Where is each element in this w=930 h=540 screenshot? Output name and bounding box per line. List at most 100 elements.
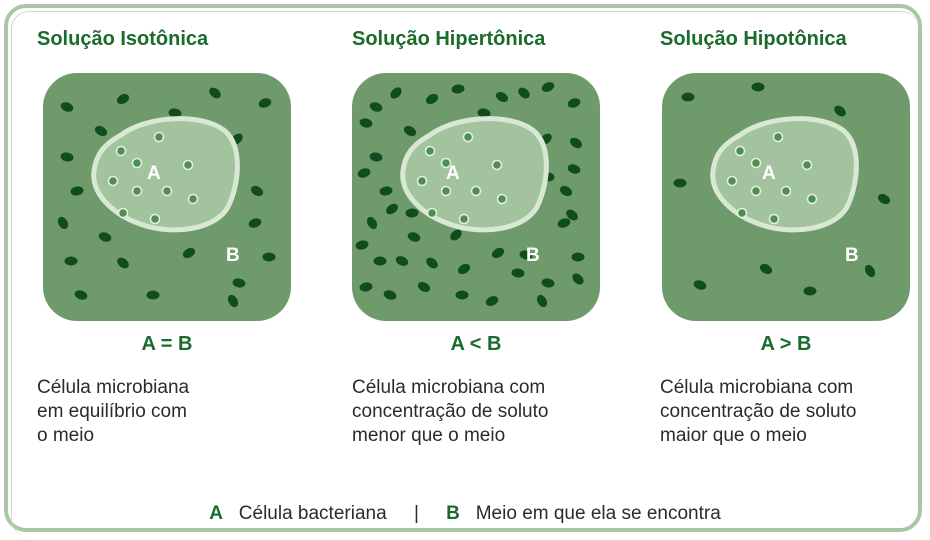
osmosis-diagram: A B xyxy=(57,87,276,308)
solute-particle-inside xyxy=(182,159,194,171)
solute-particle-inside xyxy=(772,131,784,143)
solute-particle-outside xyxy=(673,178,687,188)
solute-particle-inside xyxy=(491,159,503,171)
solute-particle-outside xyxy=(366,216,378,230)
description-line: Célula microbiana com xyxy=(660,377,854,398)
solute-particle-outside xyxy=(248,218,262,228)
solute-particle-outside xyxy=(98,232,112,242)
diagram-box: A B xyxy=(352,73,600,321)
solute-particle-outside xyxy=(262,252,276,262)
solute-particle-inside xyxy=(750,185,762,197)
solute-particle-outside xyxy=(450,229,462,241)
outside-particles xyxy=(57,87,276,308)
solute-particle-outside xyxy=(567,98,581,108)
solute-particle-outside xyxy=(511,268,525,278)
solute-particle-outside xyxy=(559,185,573,197)
solute-particle-outside xyxy=(541,82,555,92)
panel-title: Solução Isotônica xyxy=(37,28,209,50)
solute-particle-inside xyxy=(470,185,482,197)
solute-particle-outside xyxy=(395,256,409,266)
solute-particle-inside xyxy=(750,157,762,169)
solute-particle-inside xyxy=(726,175,738,187)
label-b: B xyxy=(526,245,540,266)
solute-particle-outside xyxy=(405,208,419,218)
label-a: A xyxy=(446,163,460,184)
solute-particle-outside xyxy=(250,185,264,197)
solute-particle-inside xyxy=(149,213,161,225)
microbial-cell xyxy=(91,116,240,233)
legend-text-b: Meio em que ela se encontra xyxy=(475,503,721,524)
legend-key-a: A xyxy=(209,503,223,524)
solute-particle-outside xyxy=(60,152,74,162)
solute-particle-outside xyxy=(455,290,469,300)
solute-particle-inside xyxy=(440,157,452,169)
label-a: A xyxy=(147,163,161,184)
solute-particle-outside xyxy=(417,281,431,293)
solute-particle-outside xyxy=(227,294,239,308)
inside-particles xyxy=(107,131,199,225)
inside-particles xyxy=(416,131,508,225)
solute-particle-inside xyxy=(440,185,452,197)
solute-particle-outside xyxy=(457,263,471,275)
outer-frame xyxy=(4,4,922,532)
description-line: Célula microbiana xyxy=(37,377,190,398)
solute-particle-outside xyxy=(477,108,491,118)
diagram-box: A B xyxy=(43,73,291,321)
solute-particle-outside xyxy=(426,257,438,269)
solute-particle-outside xyxy=(566,209,578,221)
solute-particle-inside xyxy=(424,145,436,157)
solute-particle-outside xyxy=(693,280,707,290)
solute-particle-outside xyxy=(146,290,160,300)
solute-particle-inside xyxy=(496,193,508,205)
solute-particle-outside xyxy=(182,247,196,259)
solute-particle-outside xyxy=(60,102,74,112)
solute-particle-outside xyxy=(864,264,876,278)
legend: A Célula bacteriana | B Meio em que ela … xyxy=(0,503,930,525)
solute-particle-outside xyxy=(570,137,582,149)
panel-description: Célula microbiana em equilíbrio com o me… xyxy=(37,376,327,448)
legend-key-b: B xyxy=(446,503,460,524)
description-line: concentração de soluto xyxy=(660,401,857,422)
solute-particle-outside xyxy=(572,273,584,285)
solute-particle-outside xyxy=(94,125,108,137)
description-line: o meio xyxy=(37,425,95,446)
solute-particle-outside xyxy=(536,294,548,308)
solute-particle-outside xyxy=(117,257,129,269)
solute-particle-outside xyxy=(571,252,585,262)
solute-particle-outside xyxy=(57,216,69,230)
concentration-relation: A > B xyxy=(760,333,812,355)
label-b: B xyxy=(845,245,859,266)
solute-particle-outside xyxy=(803,286,817,296)
solute-particle-inside xyxy=(458,213,470,225)
solute-particle-outside xyxy=(70,186,84,196)
legend-separator: | xyxy=(413,503,419,524)
solute-particle-outside xyxy=(425,93,439,105)
solute-particle-inside xyxy=(416,175,428,187)
concentration-relation: A < B xyxy=(450,333,502,355)
microbial-cell xyxy=(710,116,859,233)
solute-particle-outside xyxy=(355,240,369,250)
solute-particle-outside xyxy=(369,152,383,162)
solute-particle-outside xyxy=(407,232,421,242)
solute-particle-outside xyxy=(495,91,509,103)
solute-particle-outside xyxy=(357,168,371,178)
solute-particle-outside xyxy=(386,203,398,215)
description-line: Célula microbiana com xyxy=(352,377,546,398)
solute-particle-outside xyxy=(74,290,88,300)
label-a: A xyxy=(762,163,776,184)
solute-particle-inside xyxy=(801,159,813,171)
solute-particle-outside xyxy=(379,186,393,196)
solute-particle-outside xyxy=(403,125,417,137)
inside-particles xyxy=(726,131,818,225)
solute-particle-inside xyxy=(131,185,143,197)
solute-particle-inside xyxy=(161,185,173,197)
panel-title: Solução Hipertônica xyxy=(352,28,546,50)
solute-particle-outside xyxy=(518,87,530,99)
solute-particle-outside xyxy=(485,296,499,306)
solute-particle-outside xyxy=(116,93,130,105)
solute-particle-outside xyxy=(759,263,773,275)
solute-particle-outside xyxy=(373,256,387,266)
solute-particle-outside xyxy=(834,105,846,117)
solute-particle-outside xyxy=(64,256,78,266)
solute-particle-inside xyxy=(736,207,748,219)
